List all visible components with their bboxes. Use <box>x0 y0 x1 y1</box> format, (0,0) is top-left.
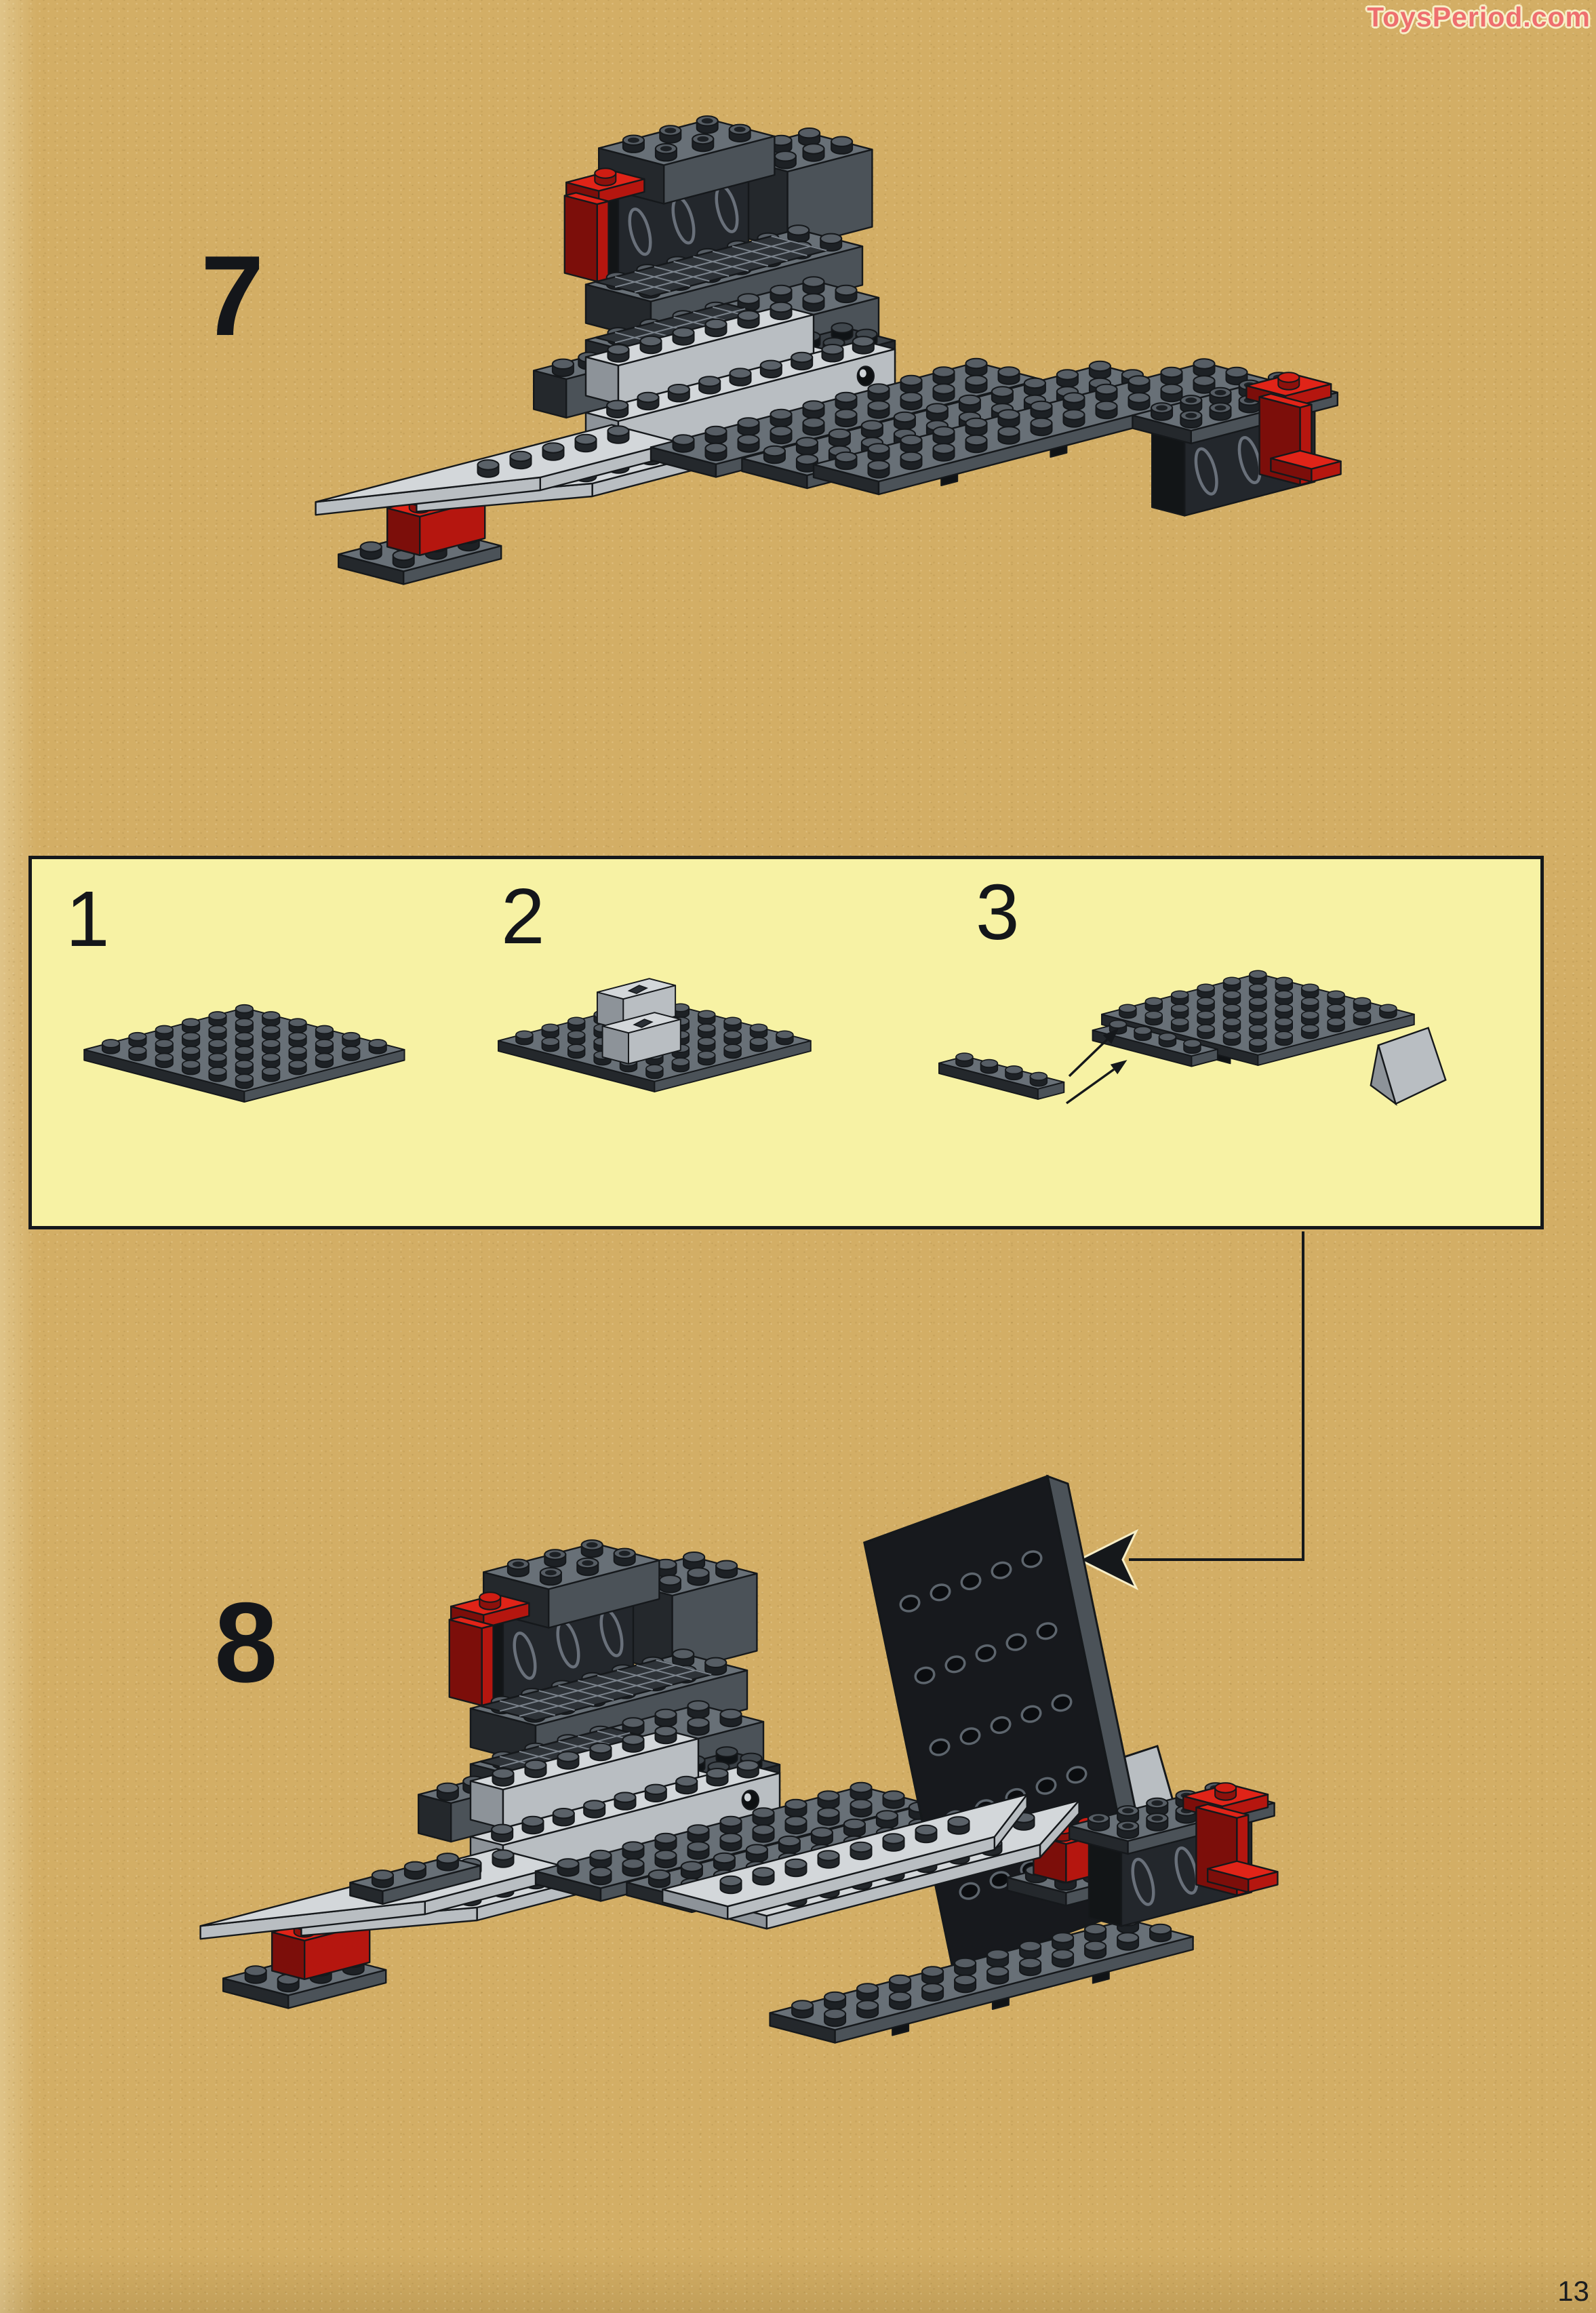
step-8-model-drawing <box>199 1474 1279 2044</box>
substep-3-illustration <box>938 970 1447 1106</box>
step-7-label: 7 <box>201 232 264 359</box>
step-7-model-drawing <box>315 115 1342 585</box>
watermark: ToysPeriod.com <box>1367 1 1591 33</box>
substep-2-label: 2 <box>501 872 545 960</box>
substep-1-label: 1 <box>66 875 110 963</box>
substep-3-label: 3 <box>976 868 1020 956</box>
substeps-panel: 1 2 3 <box>28 856 1544 1229</box>
substep-1-illustration <box>83 1004 405 1103</box>
step-8-label: 8 <box>214 1579 278 1706</box>
attach-arrow-icon <box>1102 1028 1119 1044</box>
substep-2-illustration <box>498 978 812 1092</box>
step-7-illustration <box>169 68 1403 787</box>
step-8-illustration <box>81 1438 1559 2258</box>
page-number: 13 <box>1557 2275 1589 2307</box>
attach-arrow-icon <box>1110 1060 1128 1075</box>
